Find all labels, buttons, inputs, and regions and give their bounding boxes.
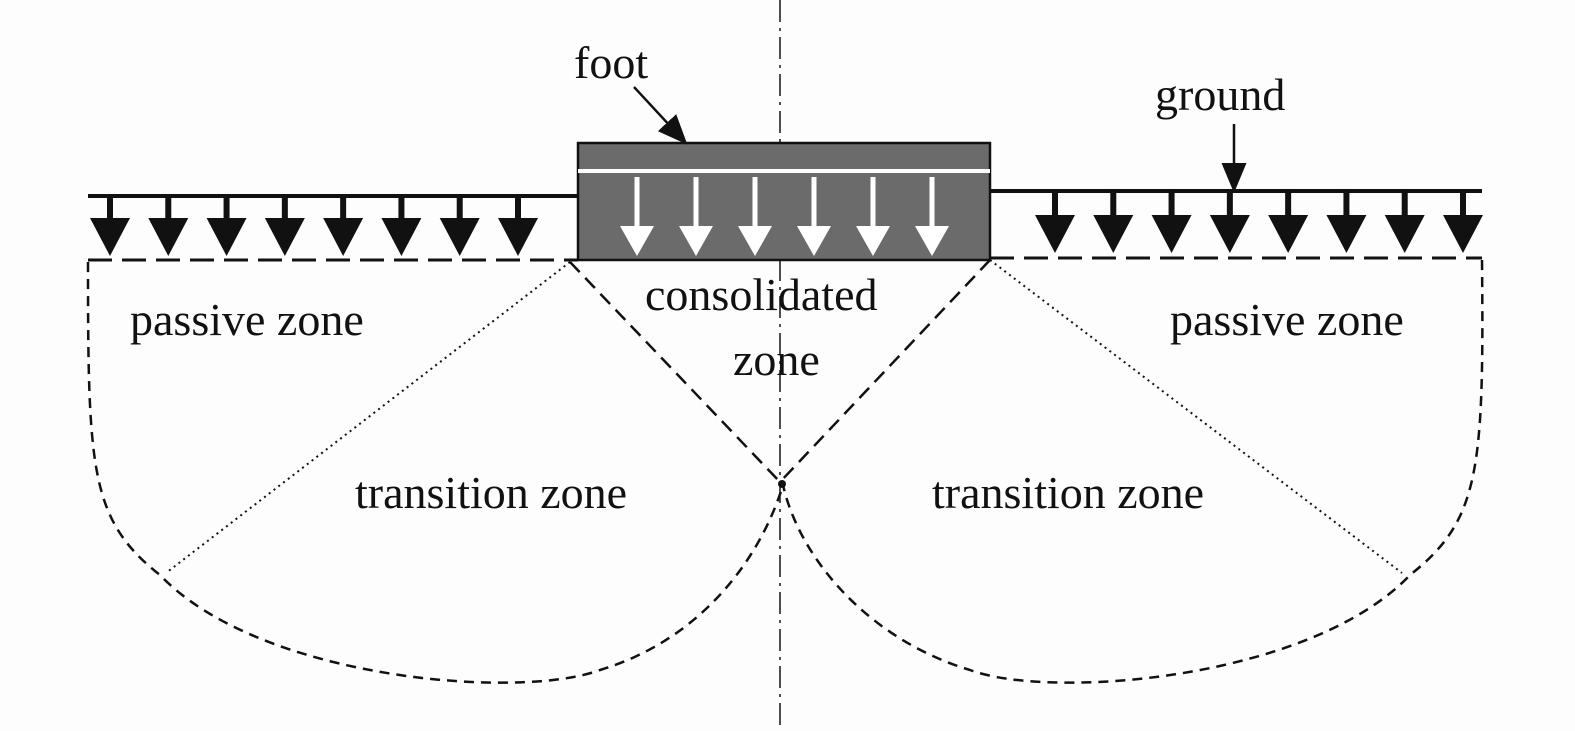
outer-slip-surface-left bbox=[86, 261, 785, 684]
passive-boundary-right bbox=[989, 259, 1403, 574]
ground-load-arrow bbox=[1268, 191, 1309, 253]
ground-load-arrow bbox=[1151, 191, 1192, 253]
ground-label: ground bbox=[1155, 69, 1285, 120]
consolidated-zone-label-line1: consolidated bbox=[645, 269, 878, 320]
ground-load-arrow bbox=[1326, 191, 1367, 253]
ground-load-arrows-left bbox=[90, 196, 538, 256]
ground-load-arrow bbox=[1209, 191, 1250, 253]
ground-load-arrow bbox=[498, 196, 538, 256]
ground-load-arrow bbox=[1443, 191, 1483, 253]
transition-zone-right-label: transition zone bbox=[932, 467, 1204, 518]
ground-load-arrow bbox=[206, 196, 247, 256]
consolidated-boundary-right bbox=[779, 259, 991, 483]
foot-block bbox=[576, 141, 992, 262]
ground-load-arrow bbox=[264, 196, 305, 256]
ground-load-arrow bbox=[381, 196, 422, 256]
foot-label: foot bbox=[574, 37, 648, 88]
ground-load-arrows-right bbox=[1035, 191, 1483, 253]
foot-load-arrow bbox=[856, 177, 890, 256]
foot-load-arrows bbox=[620, 177, 949, 256]
ground-load-arrow bbox=[1384, 191, 1425, 253]
ground-load-arrow bbox=[323, 196, 364, 256]
foot-load-arrow bbox=[679, 177, 713, 256]
ground-load-arrow bbox=[439, 196, 480, 256]
transition-zone-left-label: transition zone bbox=[355, 467, 627, 518]
outer-slip-surface-right bbox=[781, 259, 1484, 684]
foot-load-arrow bbox=[620, 177, 654, 256]
passive-zone-left-label: passive zone bbox=[130, 294, 364, 345]
foot-load-arrow bbox=[915, 177, 949, 256]
zone-apex-point bbox=[778, 480, 786, 488]
ground-load-arrow bbox=[148, 196, 189, 256]
foot-pointer-arrow bbox=[633, 86, 688, 145]
consolidated-zone-label-line2: zone bbox=[733, 334, 820, 385]
ground-load-arrow bbox=[1035, 191, 1075, 253]
passive-zone-right-label: passive zone bbox=[1170, 294, 1404, 345]
foot-load-arrow bbox=[738, 177, 772, 256]
passive-boundary-left bbox=[165, 261, 571, 574]
consolidated-boundary-left bbox=[569, 261, 781, 483]
foot-load-arrow bbox=[797, 177, 831, 256]
ground-load-arrow bbox=[90, 196, 130, 256]
ground-load-arrow bbox=[1093, 191, 1134, 253]
